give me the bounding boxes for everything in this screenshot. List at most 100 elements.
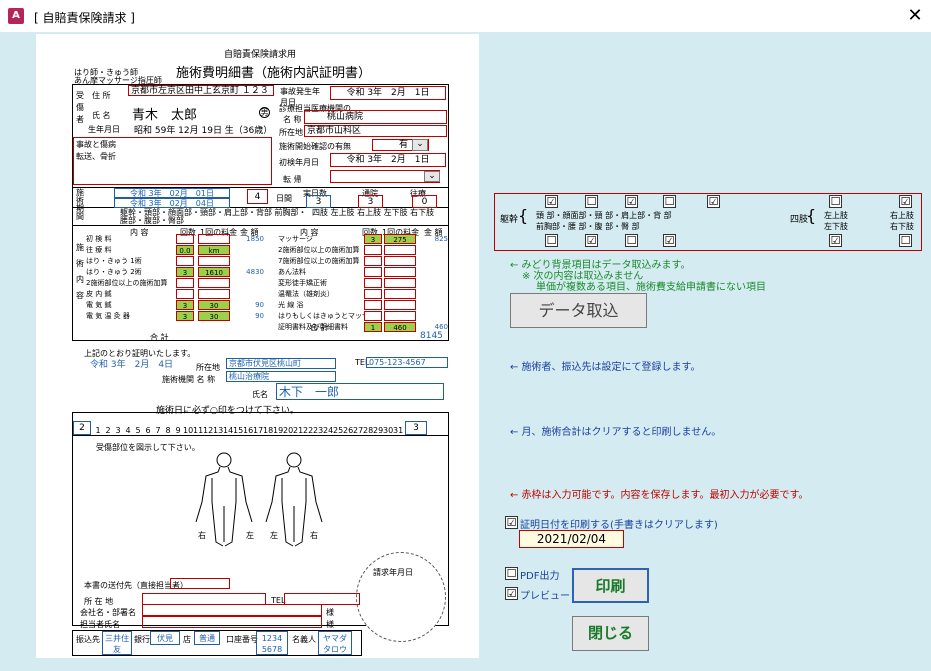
- visits-field[interactable]: 3: [358, 195, 383, 208]
- fee-unit[interactable]: [198, 278, 230, 288]
- date-input[interactable]: 2021/02/04: [519, 530, 624, 548]
- day-number[interactable]: 27: [353, 426, 364, 435]
- injury-box[interactable]: [73, 137, 272, 185]
- hosp-loc-field[interactable]: 京都市山科区: [304, 125, 447, 137]
- day-number[interactable]: 3: [115, 426, 121, 435]
- day-number[interactable]: 24: [323, 426, 334, 435]
- day-number[interactable]: 30: [383, 426, 394, 435]
- fee-unit[interactable]: [384, 267, 416, 277]
- sendto-field[interactable]: [170, 578, 230, 589]
- bodypart-checkbox[interactable]: ☑: [899, 195, 912, 208]
- fee-unit[interactable]: [384, 256, 416, 266]
- day-number[interactable]: 17: [253, 426, 264, 435]
- bodypart-checkbox[interactable]: ☑: [625, 195, 638, 208]
- fee-count[interactable]: [364, 300, 382, 310]
- day-number[interactable]: 28: [363, 426, 374, 435]
- hosp-name-field[interactable]: 桃山病院: [304, 110, 447, 124]
- bodypart-checkbox[interactable]: ☐: [829, 195, 842, 208]
- close-icon[interactable]: ✕: [907, 5, 923, 26]
- fee-count[interactable]: 3: [176, 311, 194, 321]
- fee-count[interactable]: [176, 289, 194, 299]
- day-number[interactable]: 10: [183, 426, 194, 435]
- chevron-down-icon[interactable]: ⌄: [424, 171, 440, 182]
- day-number[interactable]: 8: [165, 426, 171, 435]
- close-button[interactable]: 閉じる: [572, 616, 649, 651]
- company-field[interactable]: [142, 604, 322, 616]
- fee-count[interactable]: [364, 267, 382, 277]
- fee-unit[interactable]: 30: [198, 311, 230, 321]
- day-number[interactable]: 16: [243, 426, 254, 435]
- tel2-field[interactable]: [284, 593, 360, 605]
- day-number[interactable]: 18: [263, 426, 274, 435]
- bodypart-checkbox[interactable]: ☑: [545, 195, 558, 208]
- day-number[interactable]: 22: [303, 426, 314, 435]
- fee-unit[interactable]: 30: [198, 300, 230, 310]
- day-number[interactable]: 14: [223, 426, 234, 435]
- bodypart-checkbox[interactable]: ☑: [707, 195, 720, 208]
- day-number[interactable]: 29: [373, 426, 384, 435]
- pdf-checkbox[interactable]: ☐: [505, 567, 518, 580]
- accident-date-field[interactable]: 令和 3年 2月 1日: [330, 86, 446, 100]
- fee-count[interactable]: [364, 256, 382, 266]
- day-number[interactable]: 4: [125, 426, 131, 435]
- fee-count[interactable]: [176, 256, 194, 266]
- preview-checkbox[interactable]: ☑: [505, 587, 518, 600]
- days-field[interactable]: 4: [247, 189, 268, 204]
- day-number[interactable]: 1: [95, 426, 101, 435]
- bodypart-checkbox[interactable]: ☑: [829, 234, 842, 247]
- day-number[interactable]: 31: [393, 426, 404, 435]
- bodypart-checkbox[interactable]: ☐: [585, 195, 598, 208]
- fee-unit[interactable]: [198, 256, 230, 266]
- import-button[interactable]: データ取込: [510, 293, 647, 328]
- fee-count[interactable]: [364, 289, 382, 299]
- day-number[interactable]: 2: [105, 426, 111, 435]
- first-visit-field[interactable]: 令和 3年 2月 1日: [330, 153, 446, 167]
- fee-count[interactable]: [364, 311, 382, 321]
- bodypart-checkbox[interactable]: ☐: [663, 195, 676, 208]
- consent-select[interactable]: 有: [372, 139, 429, 151]
- address-field[interactable]: 京都市左京区田中上玄京町 １２３: [128, 85, 274, 96]
- bodypart-checkbox[interactable]: ☑: [585, 234, 598, 247]
- day-number[interactable]: 5: [135, 426, 141, 435]
- fee-count[interactable]: [176, 278, 194, 288]
- fee-unit[interactable]: [384, 278, 416, 288]
- fee-count[interactable]: 3: [176, 267, 194, 277]
- fee-count[interactable]: [364, 278, 382, 288]
- fee-unit[interactable]: [384, 289, 416, 299]
- print-button[interactable]: 印刷: [572, 568, 649, 603]
- bodypart-checkbox[interactable]: ☐: [625, 234, 638, 247]
- day-number[interactable]: 12: [203, 426, 214, 435]
- fee-unit[interactable]: [198, 289, 230, 299]
- fee-unit[interactable]: km: [198, 245, 230, 255]
- day-number[interactable]: 15: [233, 426, 244, 435]
- fee-unit[interactable]: [198, 234, 230, 244]
- fee-count[interactable]: 3: [364, 234, 382, 244]
- day-number[interactable]: 11: [193, 426, 204, 435]
- chevron-down-icon[interactable]: ⌄: [412, 139, 428, 151]
- day-number[interactable]: 13: [213, 426, 224, 435]
- bodypart-checkbox[interactable]: ☐: [545, 234, 558, 247]
- bodypart-checkbox[interactable]: ☑: [663, 234, 676, 247]
- fee-unit[interactable]: [384, 311, 416, 321]
- fee-count[interactable]: 1: [364, 322, 382, 332]
- fee-count[interactable]: 0.0: [176, 245, 194, 255]
- day-number[interactable]: 19: [273, 426, 284, 435]
- day-number[interactable]: 26: [343, 426, 354, 435]
- day-number[interactable]: 23: [313, 426, 324, 435]
- fee-unit[interactable]: [384, 245, 416, 255]
- day-number[interactable]: 21: [293, 426, 304, 435]
- day-number[interactable]: 6: [145, 426, 151, 435]
- print-date-checkbox[interactable]: ☑: [505, 516, 518, 529]
- fee-count[interactable]: [176, 234, 194, 244]
- fee-unit[interactable]: 1610: [198, 267, 230, 277]
- day-number[interactable]: 7: [155, 426, 161, 435]
- fee-count[interactable]: 3: [176, 300, 194, 310]
- house-field[interactable]: 0: [412, 195, 437, 208]
- person-field[interactable]: [142, 616, 322, 628]
- fee-unit[interactable]: 460: [384, 322, 416, 332]
- fee-unit[interactable]: [384, 300, 416, 310]
- bodypart-checkbox[interactable]: ☐: [899, 234, 912, 247]
- fee-count[interactable]: [364, 245, 382, 255]
- day-number[interactable]: 9: [175, 426, 181, 435]
- day-number[interactable]: 25: [333, 426, 344, 435]
